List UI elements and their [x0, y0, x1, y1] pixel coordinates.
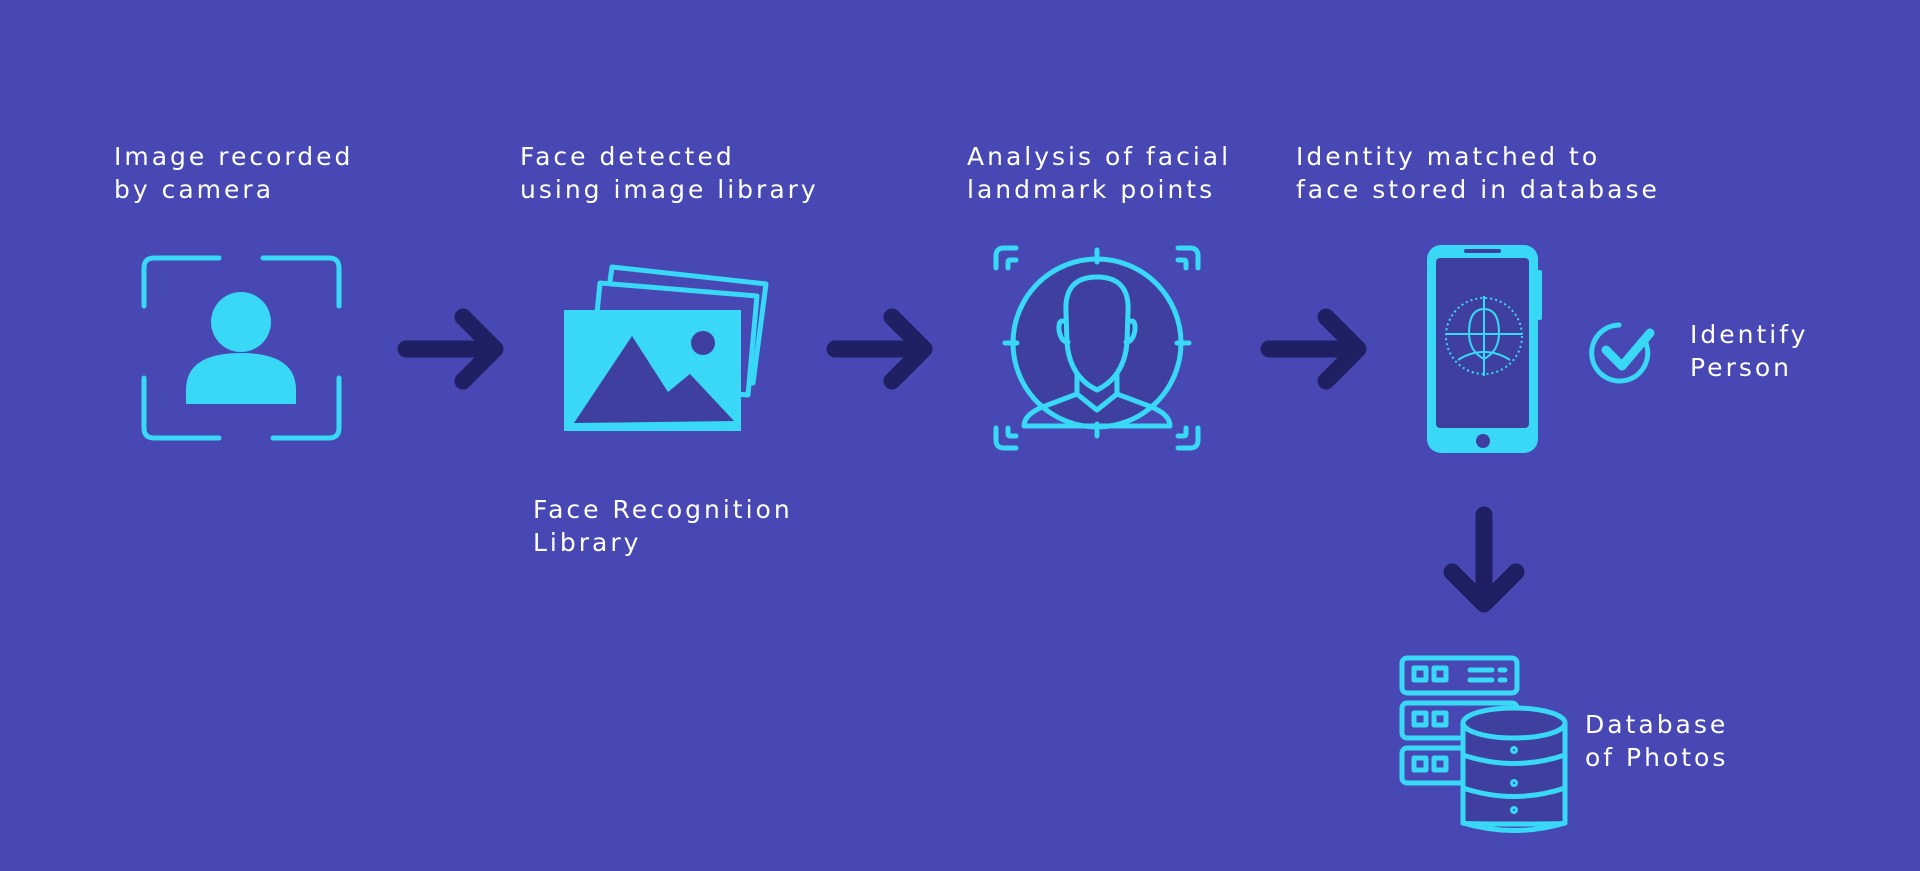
user-capture-icon — [141, 255, 342, 441]
step-detect-title: Face detected using image library — [520, 142, 819, 204]
step-match-title: Identity matched to face stored in datab… — [1296, 142, 1660, 204]
phone-face-id-icon — [1427, 245, 1542, 453]
image-gallery-icon — [564, 264, 769, 431]
arrow-down-icon — [1443, 506, 1525, 613]
check-circle-icon — [1589, 322, 1655, 384]
arrow-right-icon — [397, 308, 504, 390]
database-server-icon — [1399, 655, 1568, 833]
database-label: Database of Photos — [1585, 710, 1729, 772]
arrow-right-icon — [1260, 308, 1367, 390]
step-camera-title: Image recorded by camera — [114, 142, 354, 204]
step-detect-caption: Face Recognition Library — [533, 495, 793, 557]
arrow-right-icon — [826, 308, 933, 390]
step-analysis-title: Analysis of facial landmark points — [967, 142, 1232, 204]
result-label: Identify Person — [1690, 320, 1809, 382]
face-scan-icon — [993, 245, 1201, 451]
